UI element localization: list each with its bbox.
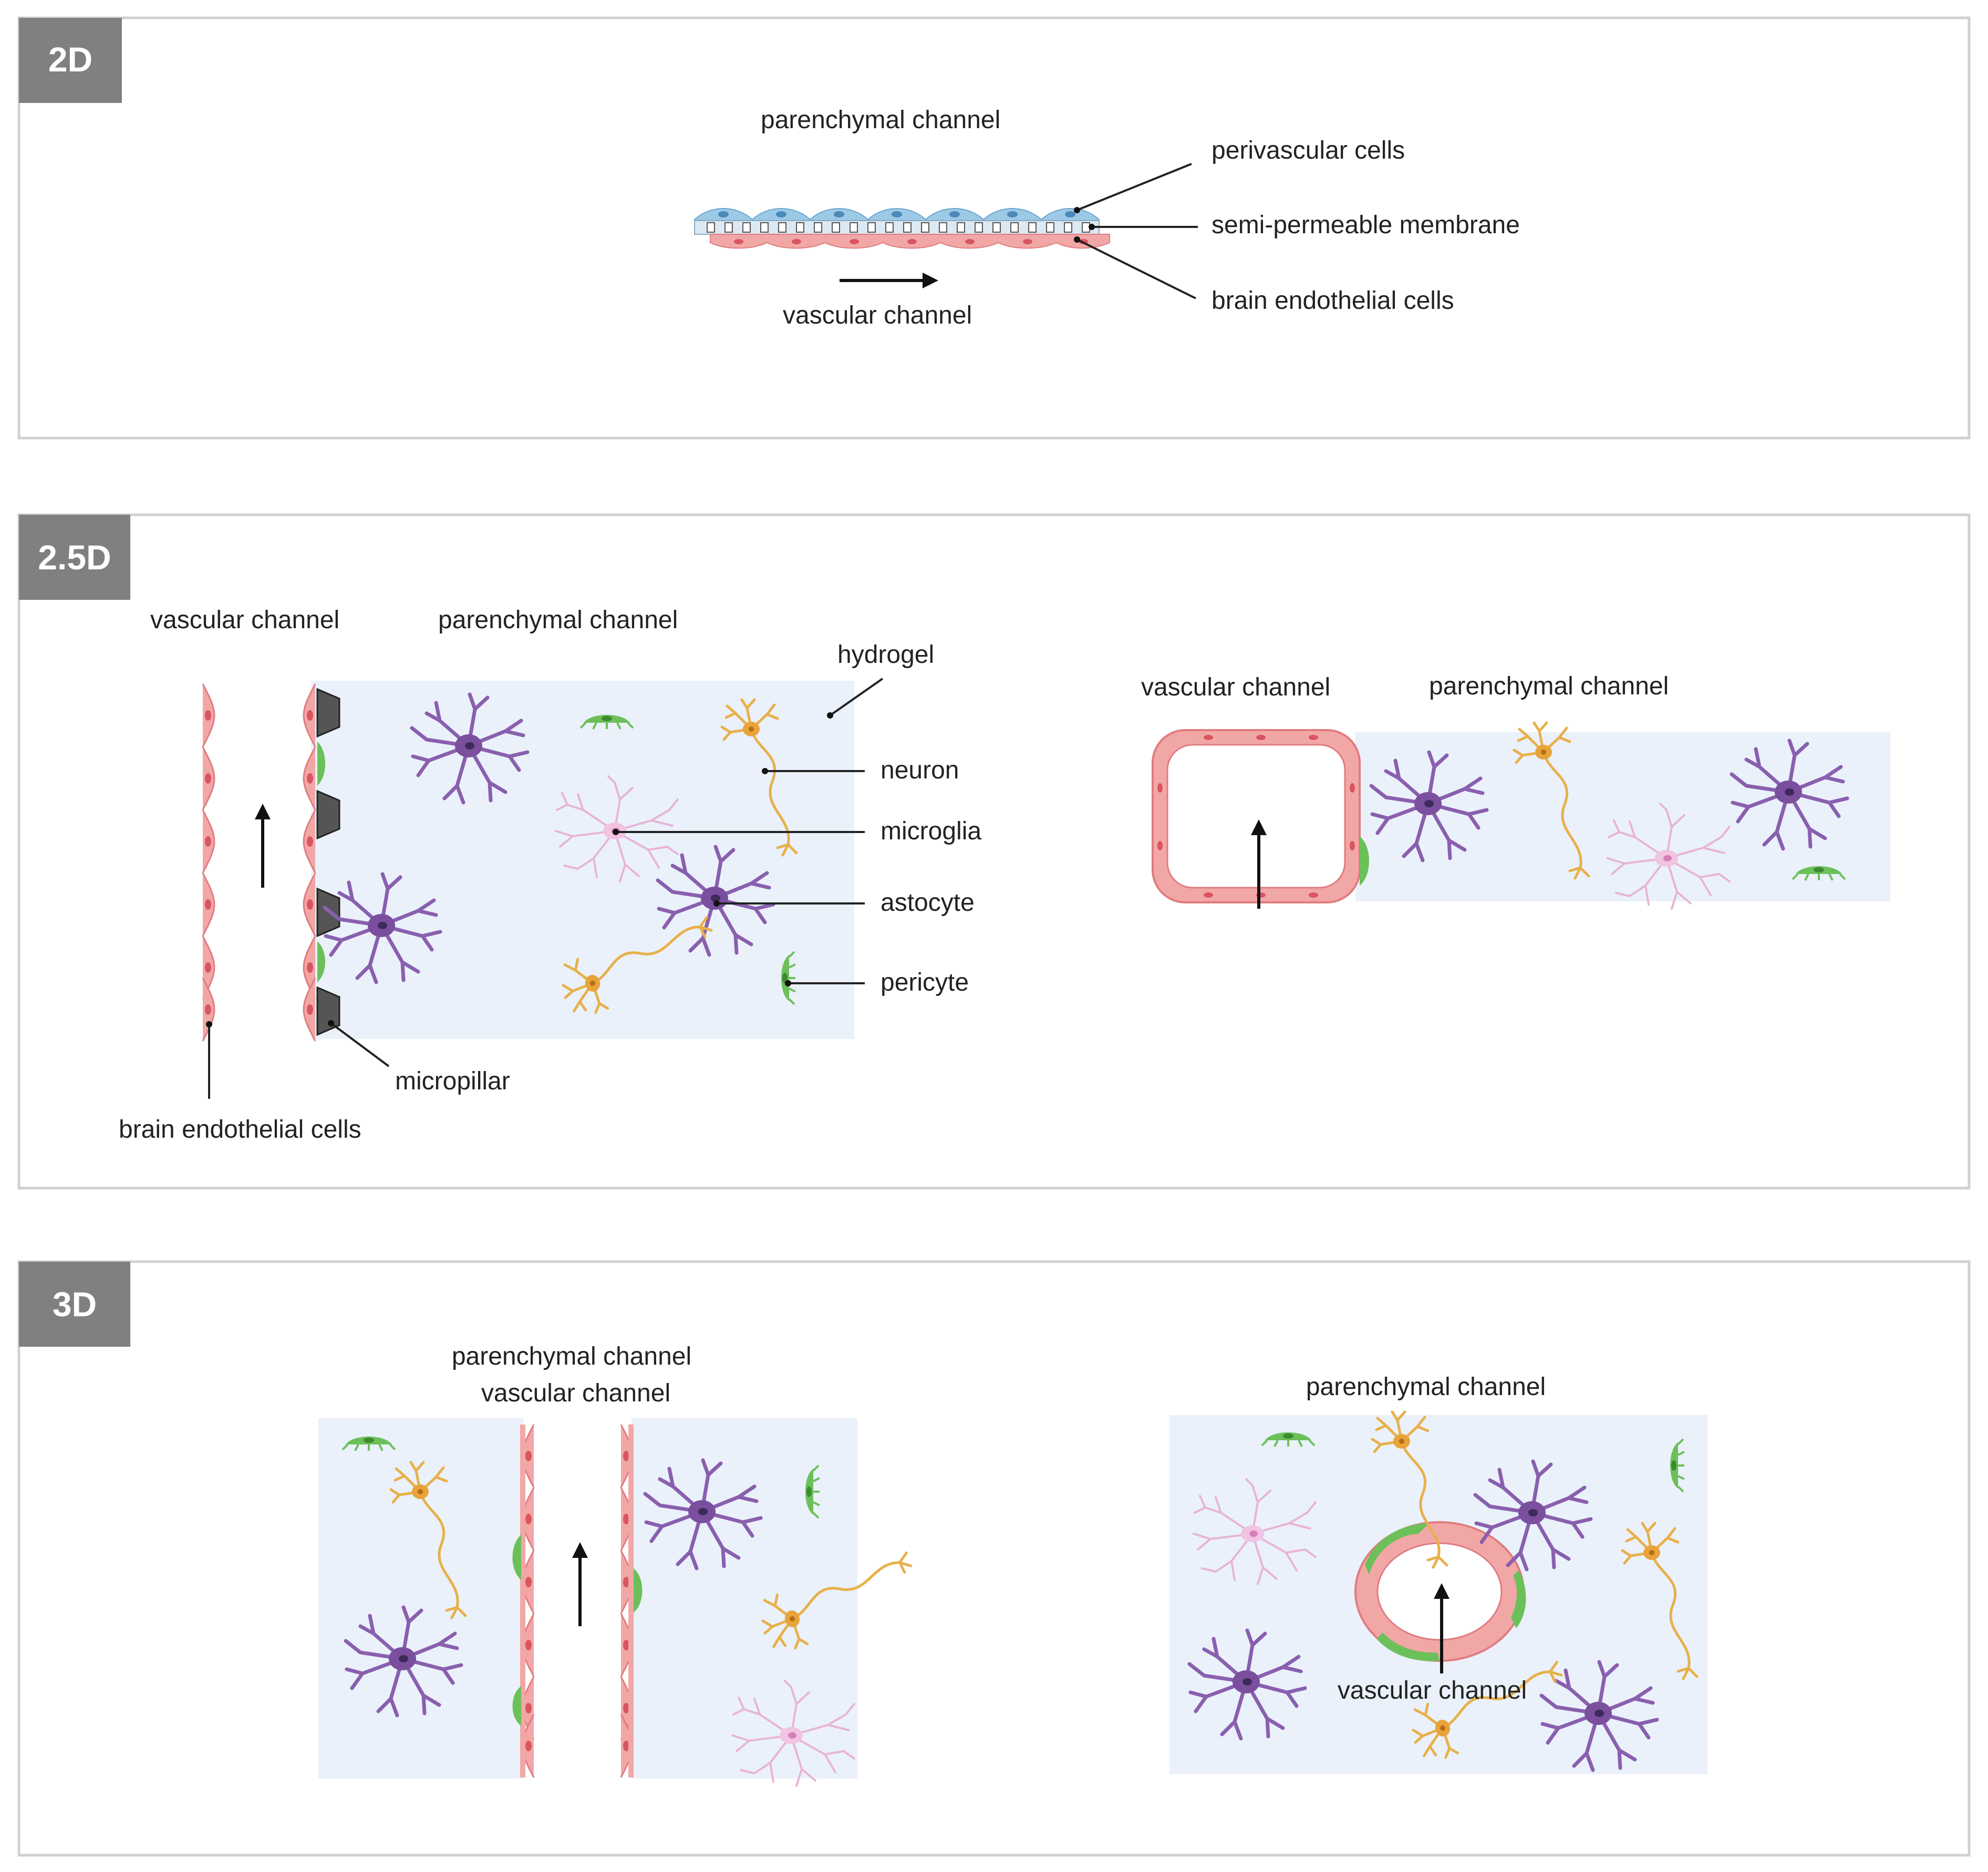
left-3d-diagram: parenchymal channel vascular channel bbox=[318, 1343, 921, 1787]
micropillars bbox=[316, 688, 340, 1036]
leader-lines bbox=[206, 678, 884, 1099]
endothelial-cells-label: brain endothelial cells bbox=[119, 1116, 361, 1143]
vessel-cross-section bbox=[1152, 729, 1369, 903]
micropillar-label: micropillar bbox=[395, 1067, 510, 1095]
parenchymal-channel-label: parenchymal channel bbox=[452, 1343, 691, 1370]
panel-3d: 3D bbox=[17, 1260, 1971, 1857]
endothelial-cells-label: brain endothelial cells bbox=[1212, 287, 1454, 315]
vascular-channel-label: vascular channel bbox=[481, 1379, 670, 1407]
panel-tag-2-5d: 2.5D bbox=[38, 538, 111, 577]
neuron-label: neuron bbox=[881, 756, 959, 784]
parenchymal-channel-label: parenchymal channel bbox=[1306, 1373, 1546, 1401]
right-2-5d-diagram: vascular channel parenchymal channel bbox=[1141, 672, 1890, 910]
hydrogel-region bbox=[311, 681, 854, 1039]
wall-pericytes bbox=[512, 1535, 643, 1726]
membrane-diagram bbox=[694, 208, 1110, 249]
endothelial-wall-right bbox=[620, 1423, 634, 1779]
endothelial-wall-left bbox=[520, 1423, 535, 1779]
vascular-channel-label: vascular channel bbox=[1338, 1677, 1527, 1704]
left-2-5d-diagram: vascular channel parenchymal channel hyd… bbox=[119, 606, 981, 1143]
vascular-channel-label: vascular channel bbox=[1141, 673, 1330, 701]
perivascular-cells-label: perivascular cells bbox=[1212, 137, 1405, 164]
panel-2-5d: 2.5D bbox=[17, 513, 1971, 1190]
astrocyte-label: astocyte bbox=[881, 889, 975, 917]
hydrogel-label: hydrogel bbox=[837, 641, 934, 669]
pericyte-label: pericyte bbox=[881, 969, 969, 996]
panel-2d: 2D bbox=[17, 16, 1971, 440]
microglia-label: microglia bbox=[881, 817, 981, 845]
vascular-channel-label: vascular channel bbox=[150, 606, 339, 634]
parenchymal-channel-label: parenchymal channel bbox=[438, 606, 678, 634]
vascular-channel-label: vascular channel bbox=[783, 301, 972, 329]
leader-lines bbox=[1074, 163, 1198, 299]
panel-tag-3d: 3D bbox=[53, 1285, 97, 1324]
endothelial-cell-layer bbox=[710, 234, 1110, 249]
parenchymal-channel-label: parenchymal channel bbox=[1429, 672, 1669, 700]
parenchymal-channel-label: parenchymal channel bbox=[761, 106, 1000, 134]
right-3d-diagram: parenchymal channel vascular channel bbox=[1169, 1373, 1707, 1774]
panel-tag-2d: 2D bbox=[48, 40, 92, 79]
semi-permeable-membrane bbox=[694, 220, 1100, 235]
wall-pericytes bbox=[317, 742, 325, 982]
membrane-label: semi-permeable membrane bbox=[1212, 211, 1520, 239]
